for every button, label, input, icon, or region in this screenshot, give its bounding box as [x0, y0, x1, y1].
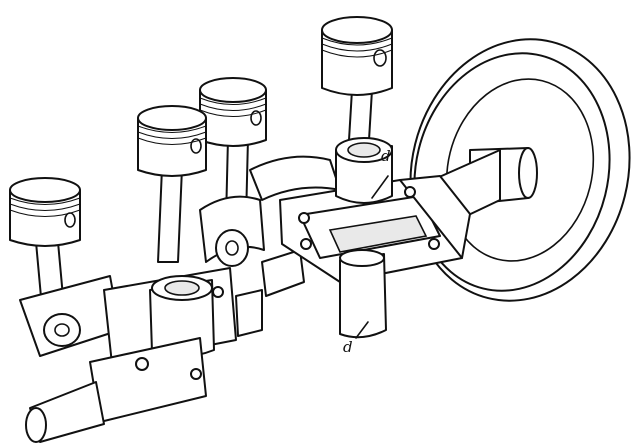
- piston-4: [321, 16, 393, 191]
- piston-2: [137, 105, 207, 263]
- front-shaft: [25, 337, 207, 443]
- label-leaders: [355, 175, 389, 339]
- crank-throw-left: [19, 267, 263, 365]
- label-d-upper: d: [381, 147, 391, 165]
- piston-1: [9, 177, 81, 247]
- flywheel: [409, 38, 631, 302]
- bearing-assembly-right: [279, 137, 471, 339]
- label-d-lower: d: [343, 338, 353, 356]
